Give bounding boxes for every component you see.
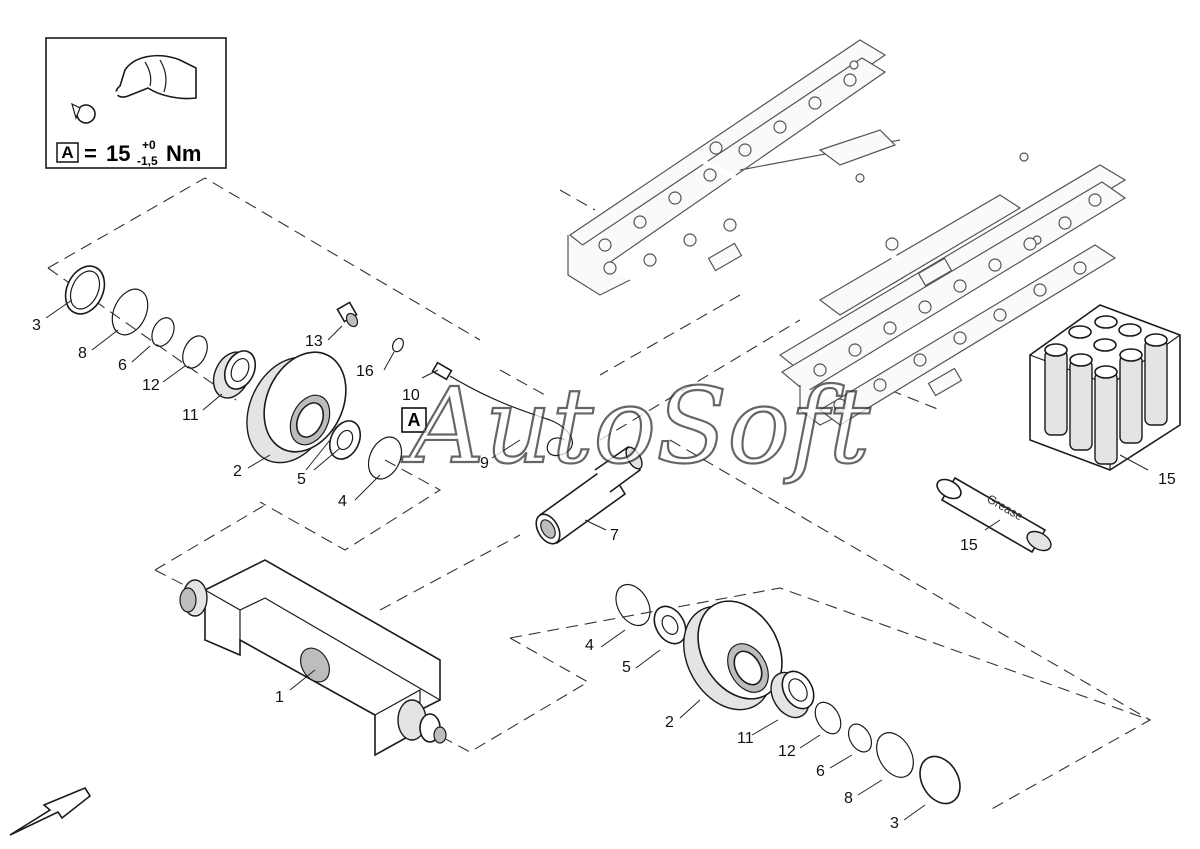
upper-roller-parts xyxy=(64,265,643,545)
callout-9: 9 xyxy=(480,455,489,472)
callout-13: 13 xyxy=(305,333,323,350)
washer-top xyxy=(328,420,362,460)
roller-wheel-top xyxy=(246,351,347,464)
torque-equals: = xyxy=(84,141,97,166)
grease-nipple xyxy=(336,301,359,328)
shaft-bracket xyxy=(179,559,447,757)
callout-6-top: 6 xyxy=(118,357,127,374)
callout-5-bottom: 5 xyxy=(622,659,631,676)
bushing xyxy=(535,445,643,545)
callout-4-top: 4 xyxy=(338,493,347,510)
grease-tube: Grease xyxy=(936,476,1052,554)
callout-1: 1 xyxy=(275,689,284,706)
callout-3-bottom: 3 xyxy=(890,815,899,832)
callout-8-bottom: 8 xyxy=(844,790,853,807)
callout-12-bottom: 12 xyxy=(778,743,796,760)
torque-unit: Nm xyxy=(166,141,201,166)
bearing-bottom xyxy=(770,670,815,719)
chain-assembly xyxy=(567,39,1127,426)
cover-cap-bottom xyxy=(919,755,961,805)
grease-cartridge-box xyxy=(1029,304,1181,471)
callout-7: 7 xyxy=(610,527,619,544)
small-o-ring xyxy=(391,337,405,353)
callout-10: 10 xyxy=(402,387,420,404)
callout-2-bottom: 2 xyxy=(665,714,674,731)
callout-4-bottom: 4 xyxy=(585,637,594,654)
torque-reference-letter: A xyxy=(408,410,421,430)
circlip-top xyxy=(111,288,149,336)
callout-11-bottom: 11 xyxy=(737,730,754,747)
callout-16: 16 xyxy=(356,363,374,380)
roller-wheel-bottom xyxy=(683,600,783,711)
torque-reference-marker: A xyxy=(401,407,427,433)
torque-value: 15 xyxy=(106,141,130,166)
o-ring-bottom xyxy=(615,583,651,627)
small-ring-bottom xyxy=(847,723,873,753)
torque-letter: A xyxy=(61,143,73,162)
shaft-end-left xyxy=(179,579,208,617)
grease-cartridge-group xyxy=(1044,315,1168,465)
callout-15-tube: 15 xyxy=(960,537,978,554)
torque-letter-box xyxy=(56,142,79,163)
shaft-end-right xyxy=(397,699,447,744)
leader-lines xyxy=(45,299,926,821)
assembly-dashed-lines xyxy=(47,177,1152,811)
callout-15-box: 15 xyxy=(1158,471,1176,488)
torque-tolerance-upper: +0 xyxy=(142,138,156,152)
cover-ring-top xyxy=(64,265,106,315)
washer-bottom xyxy=(653,605,687,645)
callout-2-top: 2 xyxy=(233,463,242,480)
callout-6-bottom: 6 xyxy=(816,763,825,780)
retaining-ring-bottom xyxy=(814,701,842,735)
retaining-ring-top xyxy=(182,335,208,369)
watermark: AutoSoft xyxy=(402,365,871,487)
hose-fitting xyxy=(431,361,573,457)
callout-11-top: 11 xyxy=(182,407,199,424)
callout-numbers: 3 8 6 12 11 2 5 4 13 16 10 9 7 15 15 1 4… xyxy=(32,317,1176,832)
callout-3-top: 3 xyxy=(32,317,41,334)
small-ring-top xyxy=(151,317,175,347)
o-ring-top xyxy=(367,436,403,480)
callout-8-top: 8 xyxy=(78,345,87,362)
wrench-hand-icon xyxy=(71,54,197,124)
callout-12-top: 12 xyxy=(142,377,160,394)
callout-5-top: 5 xyxy=(297,471,306,488)
torque-tolerance-lower: -1,5 xyxy=(137,154,158,168)
circlip-bottom xyxy=(876,732,914,778)
torque-spec-box: A = 15 +0 -1,5 Nm xyxy=(45,37,227,169)
lower-roller-parts xyxy=(615,583,961,805)
bearing-top xyxy=(212,350,257,399)
direction-arrow-icon xyxy=(9,787,92,836)
